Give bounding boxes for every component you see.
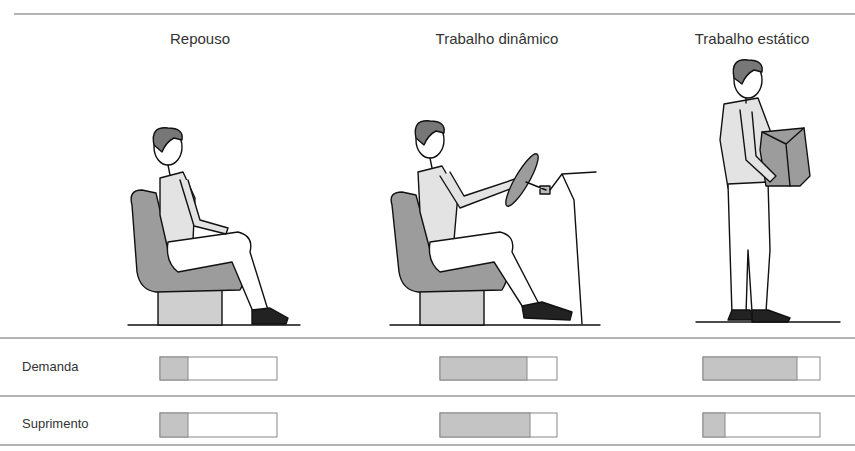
demand-bar — [703, 357, 820, 380]
shoe — [752, 310, 790, 322]
demand-bars — [160, 357, 820, 380]
supply-bar — [160, 413, 277, 437]
row-label: Demanda — [22, 359, 142, 375]
demand-fill — [440, 357, 527, 380]
demand-bar — [440, 357, 557, 380]
dashboard — [550, 172, 596, 324]
column-title: Trabalho estático — [652, 30, 852, 48]
row-rule — [0, 444, 855, 445]
row-rule — [0, 395, 855, 396]
row-rule — [0, 337, 855, 338]
table-rules — [0, 14, 855, 445]
hair — [733, 60, 762, 84]
supply-fill — [703, 413, 725, 437]
driving-figure — [390, 121, 600, 325]
top-rule — [14, 13, 855, 14]
resting-figure — [128, 128, 300, 325]
row-label: Suprimento — [22, 416, 142, 432]
neck — [745, 98, 746, 103]
hair — [153, 128, 182, 152]
supply-bars — [160, 413, 820, 437]
chair-base — [420, 288, 484, 325]
shoe — [252, 308, 288, 324]
demand-fill — [160, 357, 188, 380]
arm — [180, 180, 228, 234]
neck — [168, 165, 170, 175]
neck — [430, 158, 432, 168]
shoe — [728, 310, 754, 320]
column-title: Trabalho dinâmico — [387, 30, 607, 48]
lifting-figure — [696, 60, 840, 322]
chair-base — [158, 288, 222, 325]
hair — [415, 121, 444, 145]
legs — [167, 232, 268, 314]
steering-column — [526, 182, 550, 194]
legs — [728, 182, 770, 314]
legs — [429, 232, 540, 312]
steering-wheel — [501, 151, 543, 210]
supply-fill — [160, 413, 188, 437]
shoe — [522, 302, 572, 320]
demand-bar — [160, 357, 277, 380]
supply-bar — [440, 413, 557, 437]
supply-fill — [440, 413, 530, 437]
arm — [740, 110, 776, 182]
supply-bar — [703, 413, 820, 437]
column-title: Repouso — [90, 30, 310, 48]
demand-fill — [703, 357, 797, 380]
